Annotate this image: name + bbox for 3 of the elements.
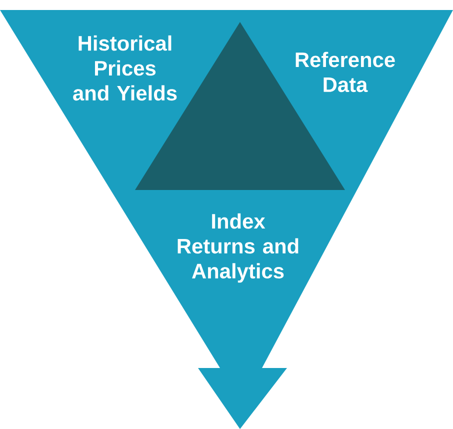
text-label: Index Returns and Analytics (178, 213, 298, 283)
text-label: Reference Data (296, 52, 395, 92)
text-label: Historical Prices and Yields (73, 35, 177, 101)
